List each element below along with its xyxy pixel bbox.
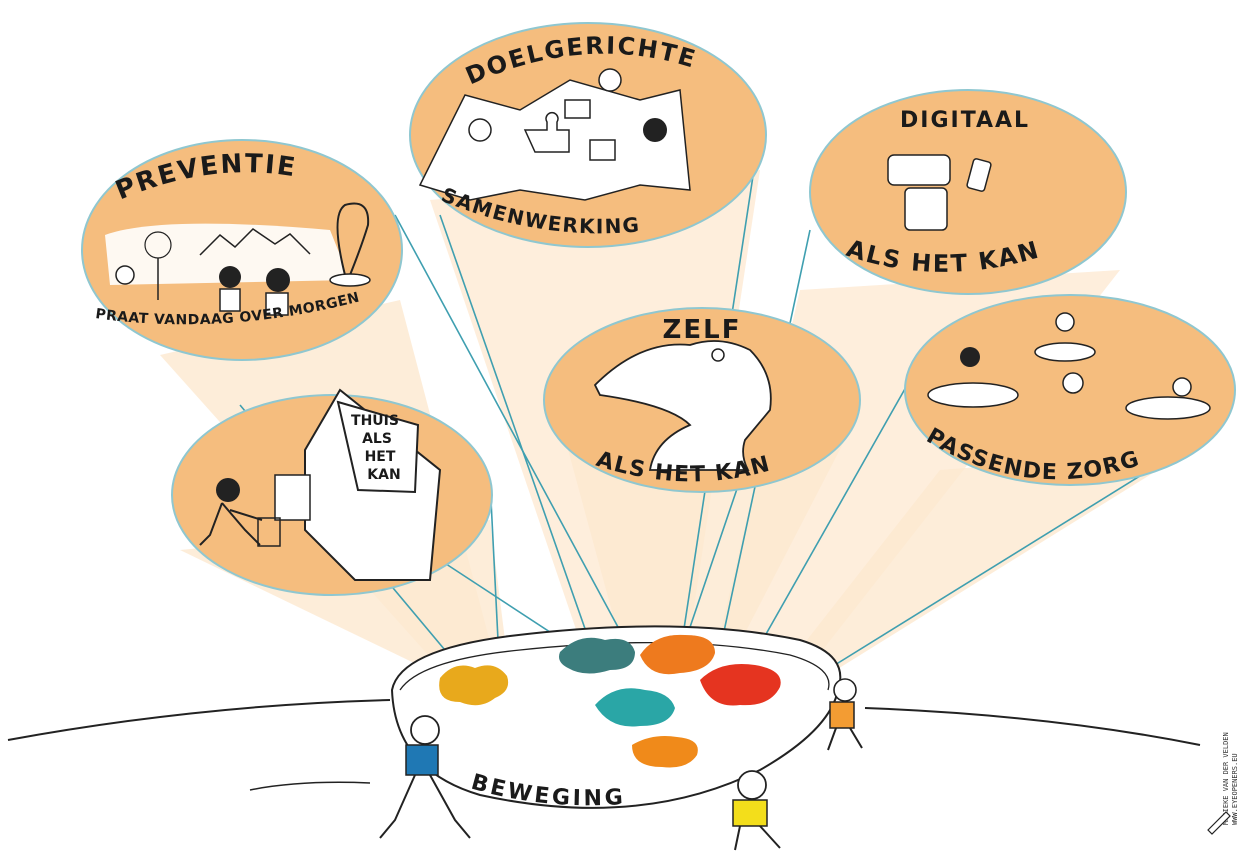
carrier-blue (379, 715, 471, 839)
bubble-digitaal: DIGITAAL ALS HET KAN (809, 89, 1127, 295)
credit: MARIEKE VAN DER VELDEN WWW.EYEOPENERS.EU (1222, 732, 1239, 825)
person2-head-icon (266, 268, 290, 292)
carrier-yellow-shirt (732, 799, 768, 827)
bubble-zelf: ZELF ALS HET KAN (543, 307, 861, 493)
splat-red (700, 664, 781, 706)
robot-body-icon (904, 187, 948, 231)
pedestal-top-icon (1034, 342, 1096, 362)
bubble-thuis: THUIS ALS HET KAN (171, 388, 493, 596)
person2-body-icon (265, 292, 289, 316)
splat-orange (640, 634, 715, 675)
zelf-title: ZELF (663, 315, 742, 345)
landscape-white (105, 223, 350, 285)
carrier-blue-shirt (405, 744, 439, 776)
child-head-icon (115, 265, 135, 285)
thuis-sign-line1: THUIS (351, 413, 399, 429)
carrier-orange-legs (827, 727, 863, 751)
person-head-icon (219, 266, 241, 288)
person-pedestal-left-head-icon (960, 347, 980, 367)
puzzle-piece-icon (523, 112, 570, 153)
map-pin-icon (336, 202, 370, 276)
puzzle-piece-icon-3 (589, 139, 616, 161)
person-pedestal-right-head-icon (1172, 377, 1192, 397)
carrier-orange-head-icon (833, 678, 857, 702)
self-care-person-icon (593, 340, 772, 471)
thuis-sign-line2: ALS (362, 431, 392, 447)
mountains-icon (199, 228, 311, 256)
base-top-edge (399, 641, 830, 691)
splat-orange-2 (632, 736, 698, 768)
splat-teal-dark (559, 637, 635, 674)
pen-icon (1207, 811, 1231, 835)
puzzle-piece-icon-2 (564, 99, 591, 119)
bubble-digitaal-disc (809, 89, 1127, 295)
person-top-head-icon (598, 68, 622, 92)
house-sign (336, 400, 420, 494)
horizon-left (7, 699, 391, 741)
door-icon (274, 474, 311, 521)
bubble-passende: PASSENDE ZORG (904, 294, 1236, 486)
beweging-base: BEWEGING (390, 625, 842, 811)
splat-teal (595, 688, 675, 727)
carrier-orange (827, 678, 863, 751)
pedestal-right-icon (1125, 396, 1211, 420)
phone-icon (966, 158, 992, 192)
walker-person-body-icon (199, 502, 263, 546)
walker-person-head-icon (216, 478, 240, 502)
horizon-right (864, 707, 1201, 746)
person-wheelchair-head-icon (1062, 372, 1084, 394)
carrier-yellow-legs (734, 825, 781, 851)
credit-url: WWW.EYEOPENERS.EU (1231, 753, 1239, 825)
person-pedestal-top-head-icon (1055, 312, 1075, 332)
map-pin-base (329, 273, 371, 287)
person-right-head-icon (643, 118, 667, 142)
bubble-samenwerking: DOELGERICHTE SAMENWERKING (409, 22, 767, 248)
carrier-blue-legs (379, 774, 471, 839)
carrier-yellow-head-icon (737, 770, 767, 800)
carrier-orange-shirt (829, 701, 855, 729)
credit-name: MARIEKE VAN DER VELDEN (1222, 732, 1230, 825)
carrier-yellow (732, 770, 781, 851)
walker-frame-icon (257, 517, 281, 547)
thuis-sign-line4: KAN (367, 467, 400, 483)
ground-stroke (249, 781, 371, 791)
person-body-icon (219, 288, 241, 312)
pedestal-left-icon (927, 382, 1019, 408)
carrier-blue-head-icon (410, 715, 440, 745)
splat-yellow (439, 665, 509, 706)
person-left-head-icon (468, 118, 492, 142)
robot-head-icon (887, 154, 951, 186)
thuis-sign-line3: HET (365, 449, 396, 465)
bubble-preventie: PREVENTIE PRAAT VANDAAG OVER MORGEN (81, 139, 403, 361)
eyedrop-icon (711, 348, 725, 362)
digitaal-title: DIGITAAL (900, 108, 1030, 133)
